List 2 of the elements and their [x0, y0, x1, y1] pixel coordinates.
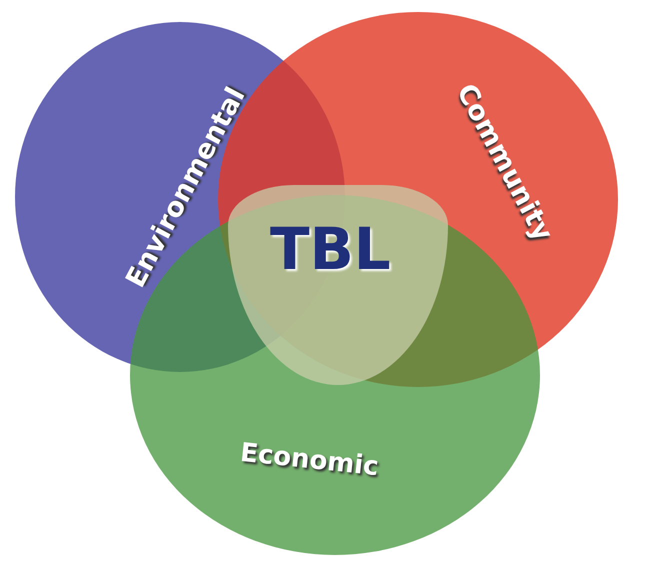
center-label: TBL: [270, 215, 391, 283]
circle-label: Economic: [238, 438, 380, 482]
